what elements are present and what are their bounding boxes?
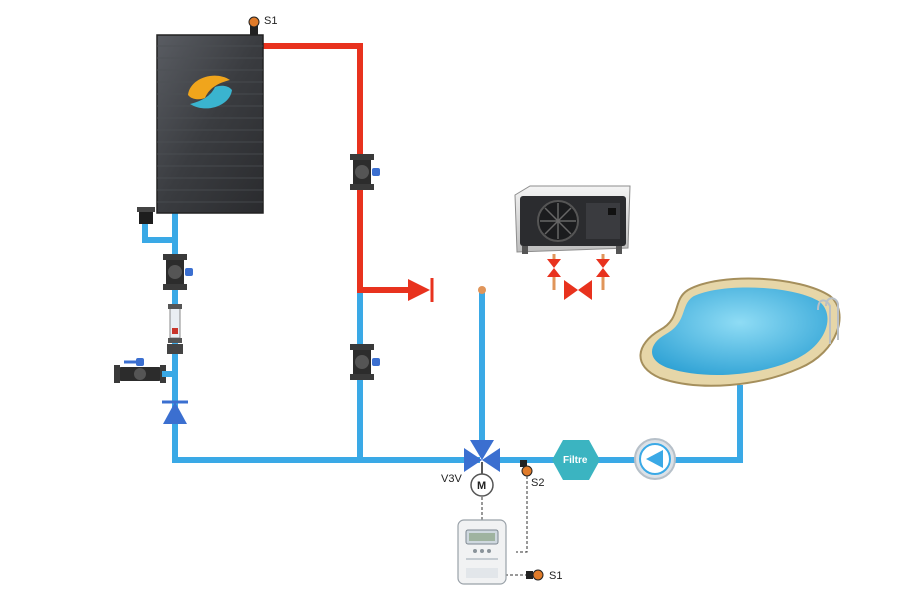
isolation-valve-icon[interactable] [564,280,592,300]
cold-pipe-elbow [142,224,175,243]
brand-logo-icon [188,75,232,109]
cold-pipe-collector-return [172,212,480,463]
temperature-sensor-return: S2 [520,460,544,489]
temperature-sensor-controller: S1 [526,569,562,582]
filter-label: Filtre [563,455,588,466]
check-valve-icon [162,400,188,424]
controller-icon[interactable] [457,519,507,585]
hot-pipe-collector-outlet [262,43,420,293]
drain-ball-valve-icon[interactable] [114,358,166,383]
ball-valve-icon[interactable] [350,344,380,380]
filter-icon: Filtre [552,440,600,480]
flowmeter-icon [167,304,183,354]
sensor-label-s2: S2 [531,477,544,489]
heat-pump-icon [514,185,631,254]
solar-collector-icon [156,34,264,214]
pipe-junction [478,286,486,294]
three-way-valve-icon[interactable] [464,440,500,474]
motor-label: M [477,480,486,492]
pool-ladder-icon [817,297,839,344]
ball-valve-icon[interactable] [350,154,380,190]
three-way-valve-label: V3V [441,473,462,485]
pool-icon [639,277,841,387]
heat-pump-inlet-valve-icon [547,254,561,290]
ball-valve-icon[interactable] [163,254,193,290]
sensor-label-s1-top: S1 [264,15,277,27]
sensor-label-s1-bottom: S1 [549,570,562,582]
heat-pump-outlet-valve-icon [596,254,610,290]
pump-icon[interactable] [634,438,676,480]
cold-pipe-pool-return [500,385,743,463]
motor-icon: M [470,473,494,497]
temperature-sensor-collector: S1 [248,15,277,35]
check-valve-hot-icon [408,278,434,302]
collector-inlet-fitting-icon [137,207,155,224]
